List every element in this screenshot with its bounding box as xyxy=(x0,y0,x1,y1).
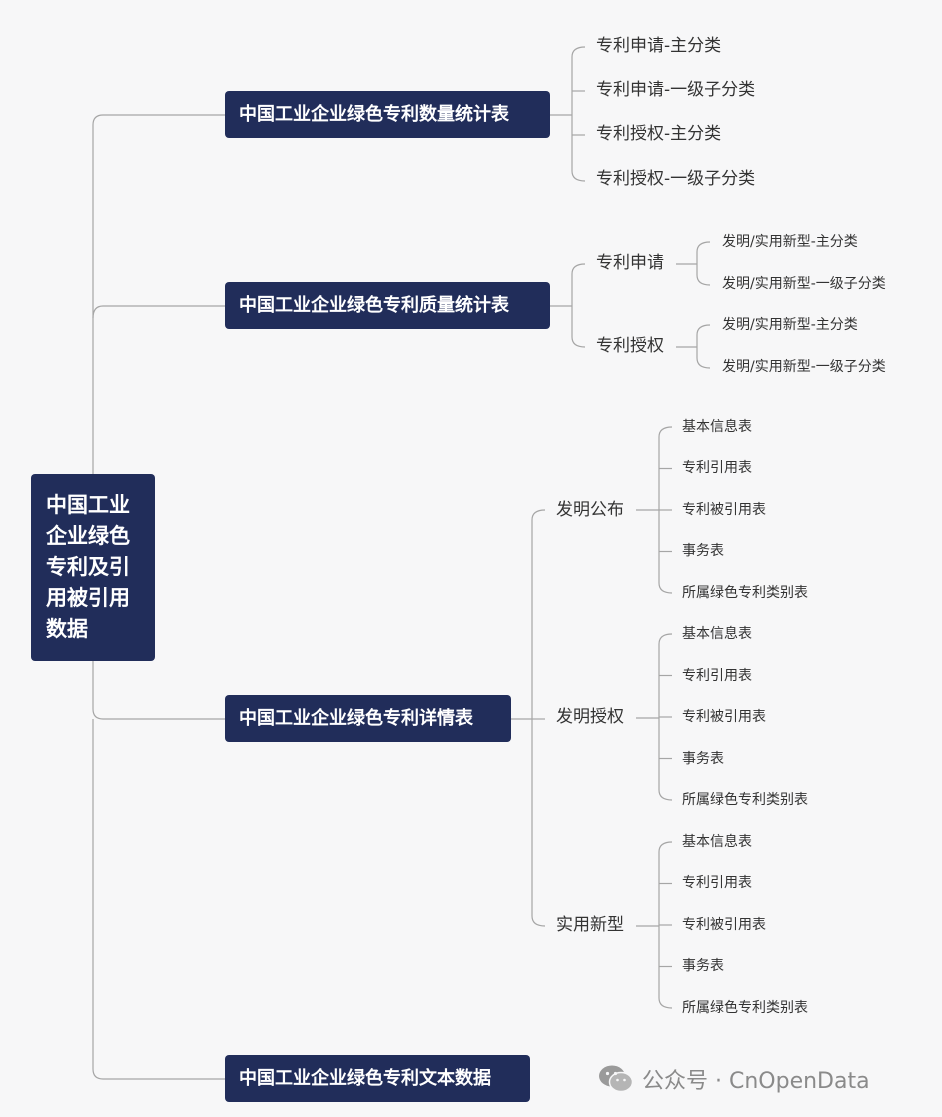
grant-cited-by[interactable]: 专利被引用表 xyxy=(682,709,766,725)
leaf-application-main[interactable]: 专利申请-主分类 xyxy=(596,36,722,56)
quality-grant[interactable]: 专利授权 xyxy=(596,336,664,356)
connector-b2a-bracket xyxy=(696,241,711,286)
pub-citation[interactable]: 专利引用表 xyxy=(682,460,752,476)
connector-root-branch3 xyxy=(92,661,225,720)
branch-quality-stats[interactable]: 中国工业企业绿色专利质量统计表 xyxy=(225,282,550,329)
leaf-grant-sub[interactable]: 专利授权-一级子分类 xyxy=(596,169,756,189)
utility-citation[interactable]: 专利引用表 xyxy=(682,875,752,891)
pub-cited-by[interactable]: 专利被引用表 xyxy=(682,502,766,518)
connector-b2b-bracket xyxy=(696,324,711,369)
detail-invention-publication[interactable]: 发明公布 xyxy=(556,500,624,520)
grant-transactions[interactable]: 事务表 xyxy=(682,751,724,767)
utility-basic-info[interactable]: 基本信息表 xyxy=(682,834,752,850)
quality-grant-sub[interactable]: 发明/实用新型-一级子分类 xyxy=(722,359,886,375)
grant-basic-info[interactable]: 基本信息表 xyxy=(682,626,752,642)
leaf-grant-main[interactable]: 专利授权-主分类 xyxy=(596,124,722,144)
connector-b1-bracket xyxy=(571,46,586,182)
root-node[interactable]: 中国工业企业绿色专利及引用被引用数据 xyxy=(31,474,155,661)
pub-transactions[interactable]: 事务表 xyxy=(682,543,724,559)
watermark: 公众号 · CnOpenData xyxy=(598,1062,870,1096)
grant-green-category[interactable]: 所属绿色专利类别表 xyxy=(682,792,808,808)
watermark-text: 公众号 · CnOpenData xyxy=(642,1069,870,1094)
quality-grant-main[interactable]: 发明/实用新型-主分类 xyxy=(722,317,858,333)
connector-b2-bracket xyxy=(571,263,586,348)
detail-utility-model[interactable]: 实用新型 xyxy=(556,915,624,935)
connector-root-branch2 xyxy=(92,305,225,319)
connector-root-branch4 xyxy=(92,719,225,1080)
pub-basic-info[interactable]: 基本信息表 xyxy=(682,419,752,435)
utility-transactions[interactable]: 事务表 xyxy=(682,958,724,974)
utility-cited-by[interactable]: 专利被引用表 xyxy=(682,917,766,933)
connector-root-branch1 xyxy=(92,114,225,474)
branch-detail-table[interactable]: 中国工业企业绿色专利详情表 xyxy=(225,695,511,742)
leaf-application-sub[interactable]: 专利申请-一级子分类 xyxy=(596,80,756,100)
quality-application-sub[interactable]: 发明/实用新型-一级子分类 xyxy=(722,276,886,292)
detail-invention-grant[interactable]: 发明授权 xyxy=(556,707,624,727)
grant-citation[interactable]: 专利引用表 xyxy=(682,668,752,684)
wechat-icon xyxy=(599,1065,634,1093)
quality-application-main[interactable]: 发明/实用新型-主分类 xyxy=(722,234,858,250)
branch-text-data[interactable]: 中国工业企业绿色专利文本数据 xyxy=(225,1055,530,1102)
branch-quantity-stats[interactable]: 中国工业企业绿色专利数量统计表 xyxy=(225,91,550,138)
quality-application[interactable]: 专利申请 xyxy=(596,253,664,273)
pub-green-category[interactable]: 所属绿色专利类别表 xyxy=(682,585,808,601)
connector-b3-bracket xyxy=(531,509,546,927)
utility-green-category[interactable]: 所属绿色专利类别表 xyxy=(682,1000,808,1016)
